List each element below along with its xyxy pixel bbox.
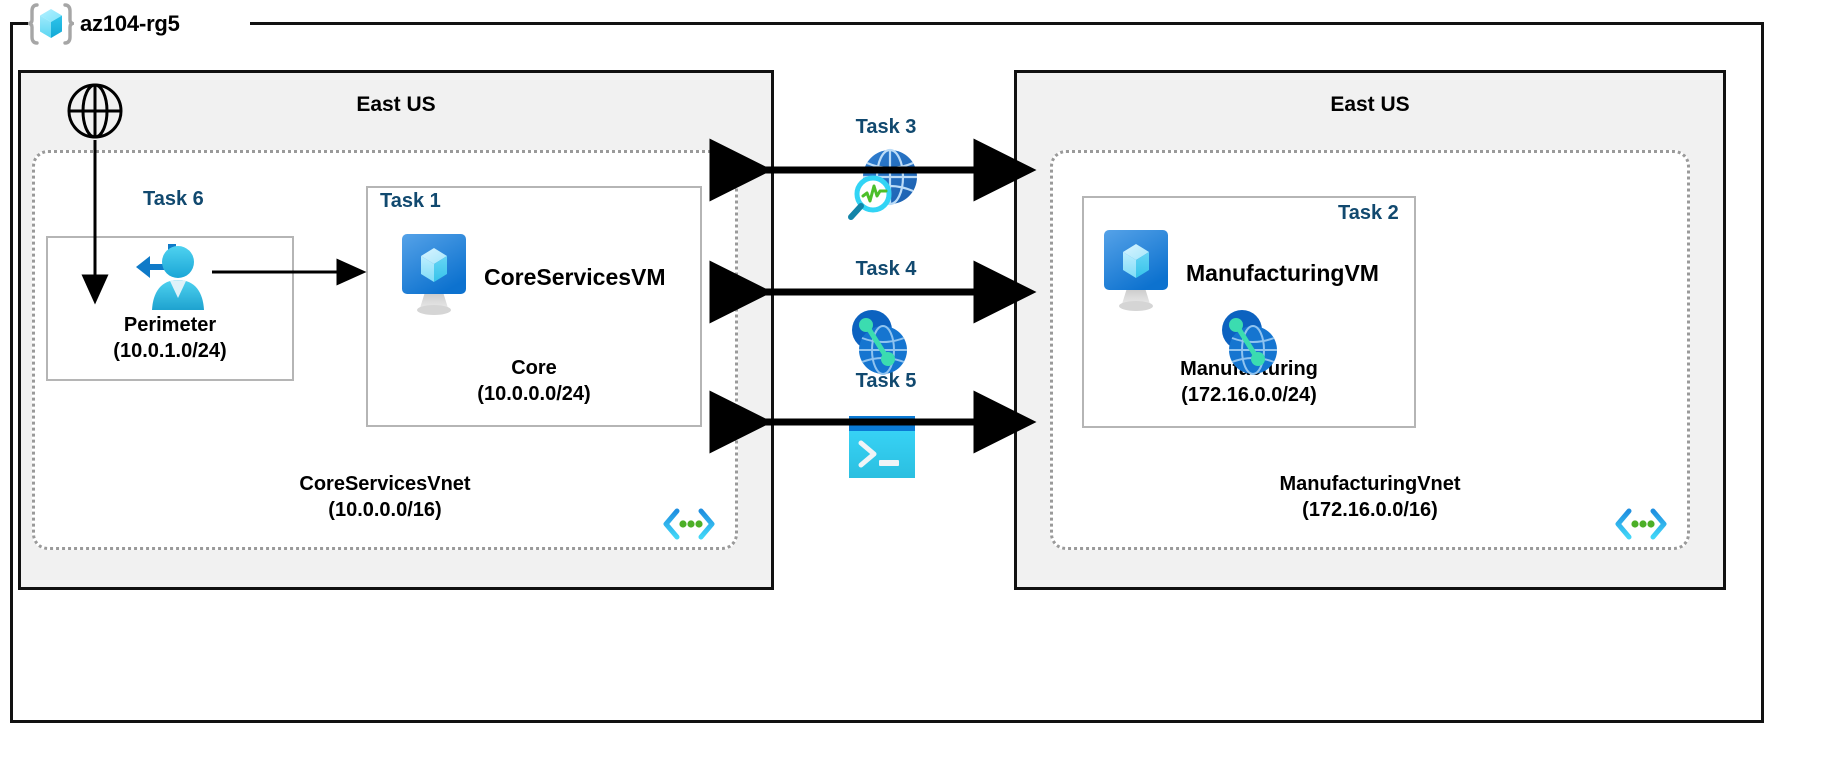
connection-label-task3: Task 3 — [855, 116, 917, 138]
vnet-peering-icon-left — [845, 306, 911, 383]
subnet-core-name: Core — [511, 357, 557, 379]
vm-manufacturingvm-label: ManufacturingVM — [1186, 260, 1379, 286]
vnet-coreservices-cidr: (10.0.0.0/16) — [328, 499, 442, 522]
bastion-user-icon — [128, 240, 214, 323]
cloud-shell-icon — [849, 416, 915, 483]
vnet-coreservices-name: CoreServicesVnet — [299, 473, 471, 495]
region-title-right: East US — [1330, 93, 1410, 116]
vnet-manufacturing-name: ManufacturingVnet — [1279, 473, 1461, 495]
subnet-code-brackets-icon — [1613, 507, 1669, 541]
subnet-manufacturing-cidr: (172.16.0.0/24) — [1181, 384, 1317, 407]
virtual-machine-icon — [1100, 228, 1172, 319]
vm-manufacturingvm: ManufacturingVM — [1100, 228, 1379, 319]
vnet-coreservices-label: CoreServicesVnet (10.0.0.0/16) — [35, 471, 735, 524]
region-title-left: East US — [356, 93, 436, 116]
task-label-task2: Task 2 — [1338, 202, 1399, 224]
vnet-manufacturing-cidr: (172.16.0.0/16) — [1302, 499, 1438, 522]
vnet-manufacturing-label: ManufacturingVnet (172.16.0.0/16) — [1053, 471, 1687, 524]
vm-coreservicesvm-label: CoreServicesVM — [484, 264, 666, 290]
resource-group-title: az104-rg5 — [28, 2, 180, 46]
resource-group-title-mask — [28, 6, 250, 40]
globe-icon — [66, 82, 124, 145]
connection-label-task5: Task 5 — [855, 370, 917, 392]
task-label-task6: Task 6 — [143, 188, 204, 210]
subnet-perimeter-caption: Perimeter (10.0.1.0/24) — [46, 312, 294, 365]
vm-coreservicesvm: CoreServicesVM — [398, 232, 666, 323]
resource-group-cube-icon — [28, 2, 74, 46]
virtual-machine-icon — [398, 232, 470, 323]
task-label-task1: Task 1 — [380, 190, 441, 212]
resource-group-name: az104-rg5 — [80, 11, 180, 36]
resource-group-frame — [10, 22, 1764, 723]
subnet-code-brackets-icon — [661, 507, 717, 541]
subnet-core-caption: Core (10.0.0.0/24) — [366, 355, 702, 408]
network-watcher-icon — [846, 146, 924, 229]
vnet-peering-icon-right — [1215, 306, 1281, 383]
subnet-perimeter-name: Perimeter — [123, 314, 217, 336]
connection-label-task4: Task 4 — [855, 258, 917, 280]
subnet-perimeter-cidr: (10.0.1.0/24) — [113, 340, 227, 363]
subnet-core-cidr: (10.0.0.0/24) — [477, 383, 591, 406]
